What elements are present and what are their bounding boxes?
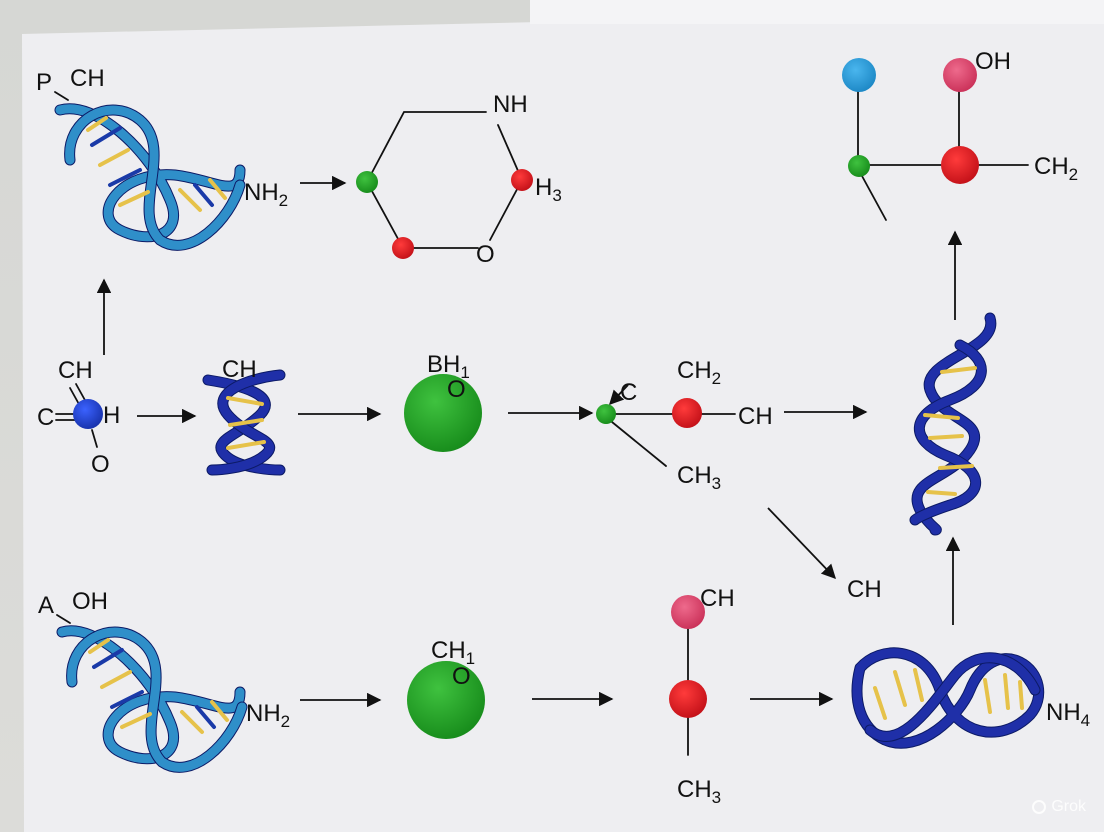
pointer-a — [56, 614, 71, 624]
label-top-right-oh: OH — [975, 48, 1011, 75]
label-a: A — [38, 592, 54, 619]
sphere-bh1 — [404, 374, 482, 452]
ring-structure — [356, 111, 533, 259]
label-branch-ch3: CH3 — [677, 462, 721, 493]
label-nh2-top: NH2 — [244, 179, 288, 210]
label-ch1-o: O — [452, 663, 471, 690]
label-mid-right-ch: CH — [847, 576, 882, 603]
label-branch-ch2: CH2 — [677, 357, 721, 388]
label-bh1-o: O — [447, 376, 466, 403]
label-helix-ch: CH — [222, 356, 257, 383]
grok-watermark: Grok — [1032, 798, 1086, 816]
atom-red-ring-bottom — [392, 237, 414, 259]
label-top-right-ch2: CH2 — [1034, 153, 1078, 184]
label-bot-ch3: CH3 — [677, 776, 721, 807]
dna-helix-right-vertical — [909, 312, 997, 536]
label-mol-h: H — [103, 402, 120, 429]
dna-helix-middle-small — [202, 369, 286, 476]
atom-red-bottom — [669, 680, 707, 718]
pointer-p — [54, 91, 69, 101]
label-ch1: CH1 — [431, 637, 475, 668]
label-p: P — [36, 69, 52, 96]
atom-cyan — [842, 58, 876, 92]
atom-green-top-right — [848, 155, 870, 177]
atom-pink-bottom — [671, 595, 705, 629]
label-mol-o: O — [91, 451, 110, 478]
sphere-ch1 — [407, 661, 485, 739]
paper-sheet — [22, 0, 1104, 832]
atom-green-branch — [596, 404, 616, 424]
branch-molecule — [596, 384, 736, 467]
label-ring-o: O — [476, 241, 495, 268]
atom-red-top-right — [941, 146, 979, 184]
bottom-chain-molecule — [669, 595, 707, 756]
atom-green-ring — [356, 171, 378, 193]
atom-pink-top — [943, 58, 977, 92]
label-branch-ch: CH — [738, 403, 773, 430]
dna-helix-top-left — [54, 103, 246, 251]
label-nh2-bottom: NH2 — [246, 700, 290, 731]
label-branch-c: C — [620, 379, 637, 406]
label-mol-ch: CH — [58, 357, 93, 384]
label-bh1: BH1 — [427, 351, 470, 382]
label-ring-h3: H3 — [535, 174, 562, 205]
label-bot-right-nh4: NH4 — [1046, 699, 1090, 730]
dna-helix-bottom-left — [56, 625, 248, 773]
label-mol-c: C — [37, 404, 54, 431]
atom-blue — [73, 399, 103, 429]
atom-red-branch — [672, 398, 702, 428]
arrow-branch-to-ch — [767, 507, 836, 580]
top-right-molecule — [842, 58, 1029, 221]
label-ring-nh: NH — [493, 91, 528, 118]
atom-red-ring-right — [511, 169, 533, 191]
paper-top-edge — [530, 0, 1104, 24]
dna-helix-bottom-right — [851, 647, 1045, 749]
grok-icon — [1032, 800, 1047, 814]
watermark-text: Grok — [1051, 798, 1086, 815]
label-bot-oh: OH — [72, 588, 108, 615]
label-ch-top-left: CH — [70, 65, 105, 92]
label-bot-ch: CH — [700, 585, 735, 612]
